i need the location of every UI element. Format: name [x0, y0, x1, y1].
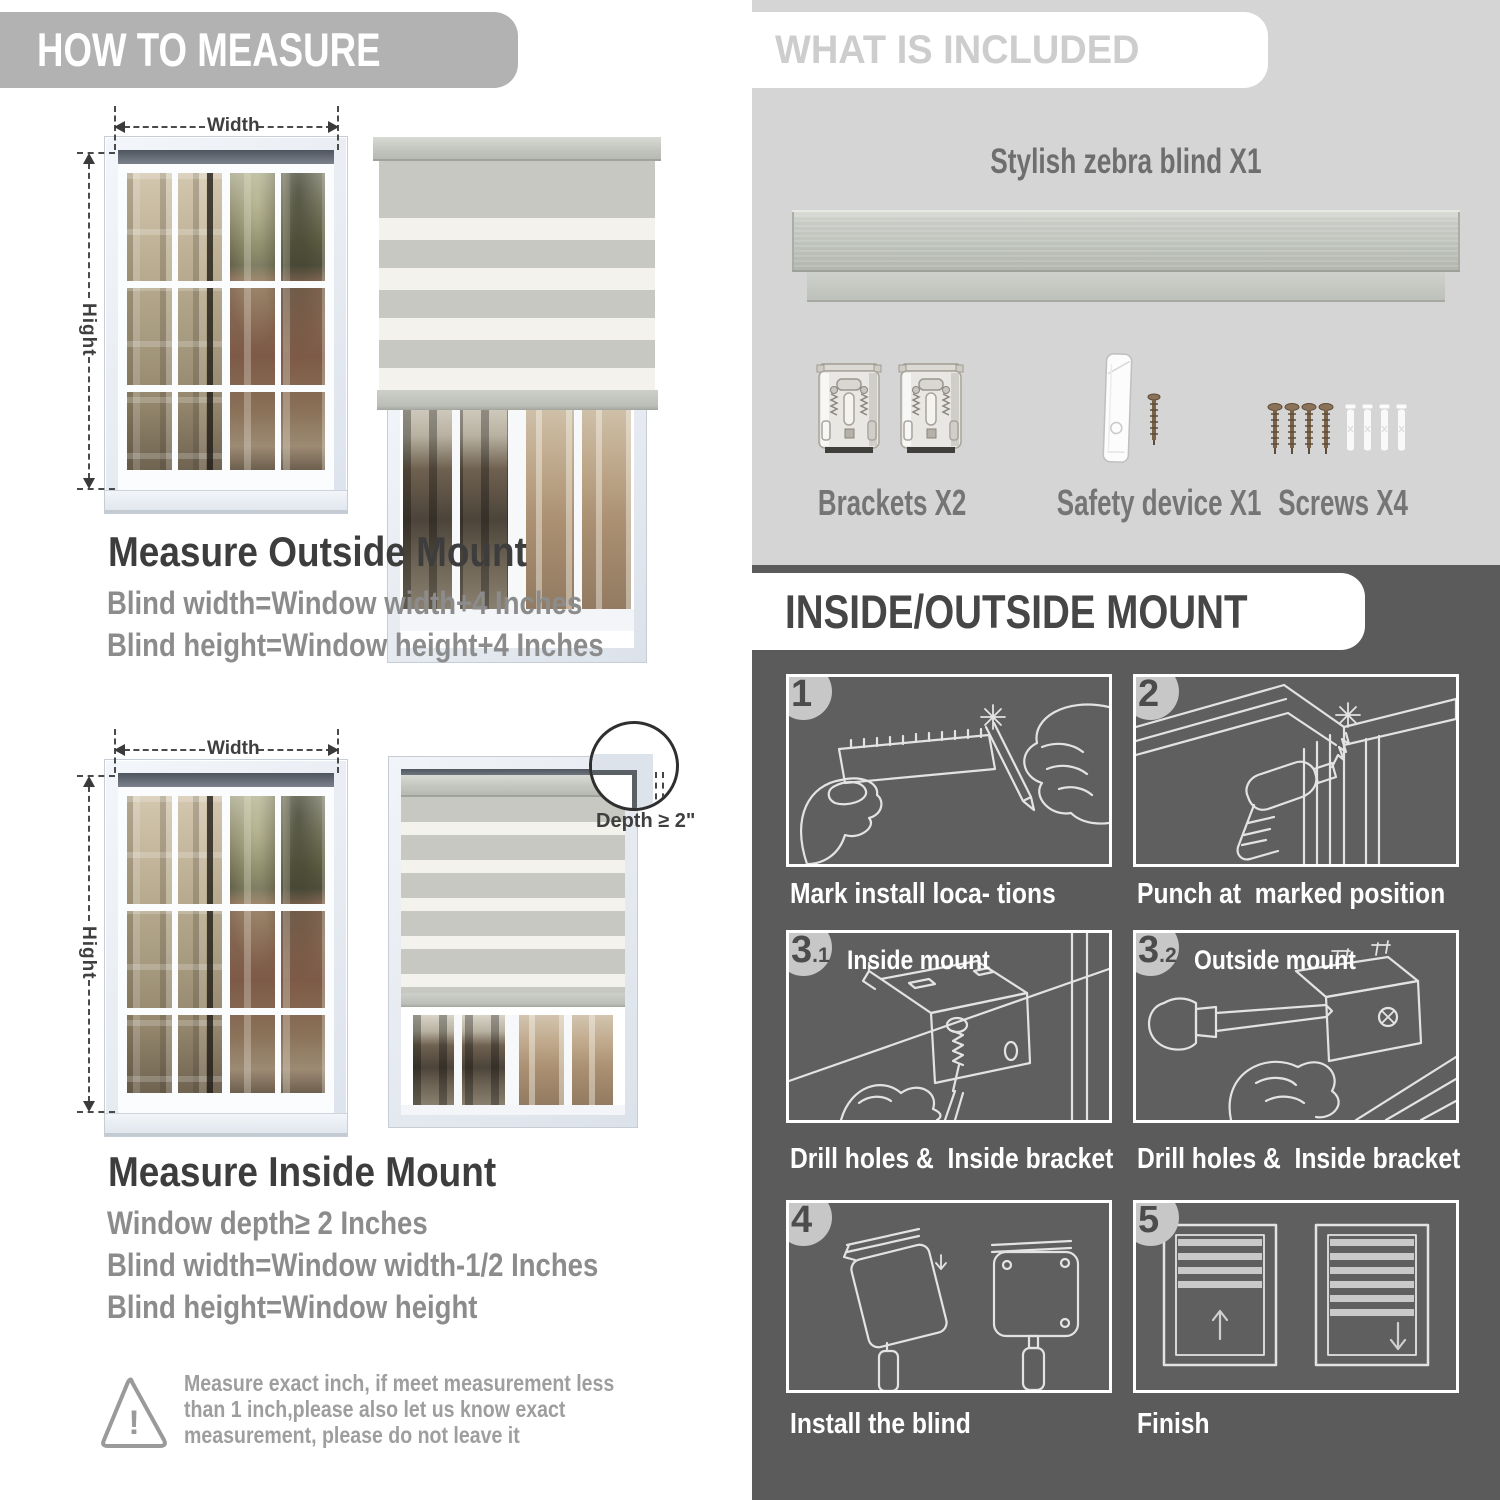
window-sash-right — [226, 164, 334, 479]
step-caption-1: Mark install loca- tions — [790, 878, 1056, 910]
hight-arrowhead-top — [83, 153, 95, 164]
outside-mount-label: Outside mount — [1194, 945, 1356, 975]
how-to-measure-title-bar: HOW TO MEASURE — [0, 12, 518, 88]
window-photo-inside — [105, 760, 347, 1136]
blind-headrail-image — [792, 210, 1460, 270]
what-is-included-title: WHAT IS INCLUDED — [775, 28, 1140, 72]
outside-spec-height: Blind height=Window height+4 Inches — [107, 627, 604, 663]
hight-label: Hight — [78, 303, 99, 357]
step-panel-3-2: 3.2 Outside mount — [1133, 930, 1459, 1123]
blind-fabric-stripes — [401, 797, 625, 993]
hight-arrowhead-bottom — [83, 1101, 95, 1112]
mount-title-bar: INSIDE/OUTSIDE MOUNT — [752, 573, 1365, 650]
step-caption-2: Punch at marked position — [1137, 878, 1446, 910]
safety-device-label: Safety device X1 — [1056, 482, 1262, 523]
screws-image — [1267, 402, 1408, 456]
hight-line-bottom — [88, 980, 90, 1102]
hight-arrowhead-bottom — [83, 478, 95, 489]
step-panel-2: 2 — [1133, 674, 1459, 867]
window-sash-left — [118, 787, 226, 1102]
width-arrowhead-left — [114, 744, 125, 756]
inside-mount-heading: Measure Inside Mount — [108, 1148, 497, 1195]
zebra-blind-inside-mount — [389, 757, 637, 1127]
hight-label: Hight — [78, 926, 99, 980]
blind-cassette — [401, 775, 625, 797]
window-behind-blind — [388, 397, 646, 662]
width-line-left — [124, 749, 205, 751]
window-top-shadow — [118, 150, 334, 164]
brackets-label: Brackets X2 — [817, 482, 967, 523]
screws-label: Screws X4 — [1278, 482, 1408, 523]
blind-bottom-rail — [401, 993, 625, 1007]
window-glass-area — [118, 150, 334, 491]
step-number-badge: 5 — [1136, 1203, 1179, 1246]
frame-top-shadow — [401, 769, 625, 775]
step-number-badge: 4 — [789, 1203, 832, 1246]
depth-note: Depth ≥ 2" — [596, 810, 696, 832]
what-is-included-section: WHAT IS INCLUDED Stylish zebra blind X1 — [752, 0, 1500, 565]
hight-line-bottom — [88, 357, 90, 479]
inside-outside-mount-section: INSIDE/OUTSIDE MOUNT 1 Mark install loca… — [752, 565, 1500, 1500]
step-caption-5: Finish — [1137, 1408, 1210, 1440]
step-number-badge: 3.1 — [789, 933, 832, 976]
step-panel-5: 5 — [1133, 1200, 1459, 1393]
depth-detail-magnifier — [589, 721, 679, 811]
step-number-badge: 3.2 — [1136, 933, 1179, 976]
step-caption-3-1: Drill holes & Inside bracket — [790, 1143, 1114, 1175]
safety-device-image — [1102, 353, 1161, 463]
blind-fabric-stripes — [379, 218, 655, 390]
blind-bottom-rail — [377, 390, 658, 410]
outside-spec-width: Blind width=Window width+4 Inches — [107, 585, 583, 621]
width-arrowhead-right — [328, 121, 339, 133]
hight-tick-top — [77, 775, 115, 777]
window-sill — [105, 490, 347, 513]
step-panel-1: 1 — [786, 674, 1112, 867]
width-label: Width — [207, 115, 260, 136]
blind-headrail-lower — [807, 272, 1445, 300]
svg-text:!: ! — [128, 1404, 139, 1442]
hight-tick-top — [77, 152, 115, 154]
blind-fabric-top — [379, 161, 655, 218]
blind-cassette — [373, 137, 661, 161]
hight-arrowhead-top — [83, 776, 95, 787]
inside-spec-height: Blind height=Window height — [107, 1289, 478, 1325]
inside-mount-label: Inside mount — [847, 945, 990, 975]
width-arrowhead-left — [114, 121, 125, 133]
warning-text: Measure exact inch, if meet measurement … — [184, 1370, 615, 1448]
mount-title: INSIDE/OUTSIDE MOUNT — [785, 585, 1248, 638]
window-sash-left — [118, 164, 226, 479]
hight-tick-bottom — [77, 488, 115, 490]
window-photo-outside — [105, 137, 347, 513]
inside-spec-width: Blind width=Window width-1/2 Inches — [107, 1247, 599, 1283]
step-panel-4: 4 — [786, 1200, 1112, 1393]
hight-line-top — [88, 786, 90, 921]
step-panel-3-1: 3.1 Inside mount — [786, 930, 1112, 1123]
width-line-right — [258, 126, 332, 128]
warning-triangle-icon: ! — [101, 1377, 167, 1448]
brackets-image — [816, 363, 964, 453]
outside-mount-heading: Measure Outside Mount — [108, 528, 527, 575]
how-to-measure-title: HOW TO MEASURE — [37, 23, 381, 76]
width-label: Width — [207, 738, 260, 759]
width-line-right — [258, 749, 332, 751]
what-is-included-title-bar: WHAT IS INCLUDED — [752, 12, 1268, 88]
inside-spec-depth: Window depth≥ 2 Inches — [107, 1205, 428, 1241]
zebra-blind-outside-mount — [373, 137, 661, 662]
product-label: Stylish zebra blind X1 — [990, 142, 1262, 181]
step-caption-3-2: Drill holes & Inside bracket — [1137, 1143, 1461, 1175]
hight-tick-bottom — [77, 1111, 115, 1113]
width-line-left — [124, 126, 205, 128]
step-caption-4: Install the blind — [790, 1408, 971, 1440]
window-sash-right — [226, 787, 334, 1102]
hight-line-top — [88, 163, 90, 298]
width-arrowhead-right — [328, 744, 339, 756]
